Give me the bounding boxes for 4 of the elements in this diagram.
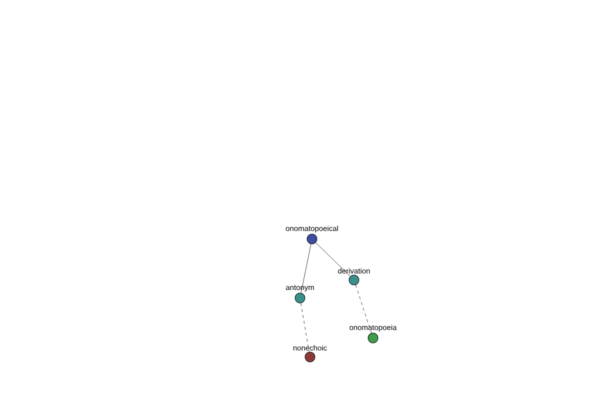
connector-line (300, 302, 310, 352)
connector-line (355, 284, 372, 334)
connector-line (316, 242, 350, 277)
connector-line (300, 244, 312, 294)
